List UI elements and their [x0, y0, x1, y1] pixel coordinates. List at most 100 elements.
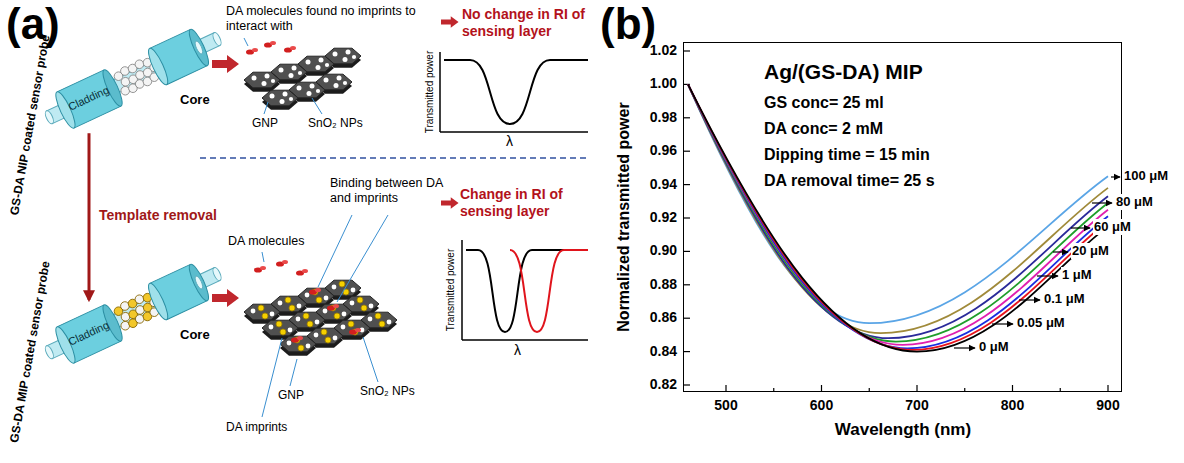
tick — [725, 385, 726, 392]
series-pointer — [1037, 275, 1058, 276]
series-label: 80 μM — [1115, 194, 1154, 210]
cladding-face — [186, 262, 212, 302]
series-pointers — [954, 177, 1120, 348]
da-molecule — [276, 260, 288, 267]
cladding-edge — [167, 66, 208, 85]
spectrum-curve — [688, 84, 1108, 348]
x-tick-label: 500 — [714, 397, 737, 414]
edge-label: Template removal — [97, 207, 219, 224]
tick — [821, 385, 822, 392]
plot-parameter: DA conc= 2 mM — [764, 116, 883, 142]
probe-caption: GS-DA NIP coated sensor probe — [7, 34, 53, 216]
plot-frame: Ag/(GS-DA) MIPGS conc= 25 mlDA conc= 2 m… — [683, 42, 1122, 392]
tick — [683, 151, 690, 152]
tick — [683, 50, 690, 51]
spectrum-curve — [688, 84, 1108, 351]
da-molecule — [246, 48, 258, 55]
leader-line — [312, 98, 322, 114]
core-end — [44, 110, 55, 125]
inset-curve — [444, 60, 588, 124]
inset-curve — [466, 250, 588, 332]
panel-letter: (b) — [600, 0, 656, 51]
y-tick-label: 0.84 — [650, 343, 677, 360]
tick — [683, 284, 690, 285]
plot-parameter: DA removal time= 25 s — [764, 168, 935, 194]
bound-da-molecule — [309, 288, 321, 295]
series-pointer — [1019, 299, 1040, 300]
x-tick-label: 600 — [810, 397, 833, 414]
cladding-face — [145, 46, 171, 86]
x-tick-label: 700 — [905, 397, 928, 414]
plot-title: Ag/(GS-DA) MIP — [764, 59, 923, 84]
axis-title: Normalized transmitted power — [614, 102, 633, 331]
leader-line — [262, 252, 264, 262]
graphene-sheet — [244, 72, 280, 92]
tick — [1107, 385, 1108, 392]
spectra — [688, 84, 1108, 351]
axis-title: Transmitted power — [424, 51, 436, 133]
annotation: DA molecules — [228, 234, 304, 249]
spectrum-curve — [688, 84, 1108, 345]
part-label: Core — [180, 92, 210, 108]
y-tick-label: 0.86 — [650, 309, 677, 326]
inset-plot — [440, 52, 588, 132]
graphene-sheet — [262, 90, 298, 110]
inset-axis — [462, 339, 588, 341]
red-arrow — [212, 289, 239, 307]
series-label: 0.1 μM — [1043, 291, 1085, 307]
inset-plot — [462, 240, 588, 340]
y-tick-label: 1.02 — [650, 42, 677, 59]
result-note: Change in RI of sensing layer — [460, 186, 586, 220]
leader-line — [290, 359, 297, 386]
tick — [683, 384, 690, 385]
leader-line — [337, 215, 388, 302]
tick — [683, 117, 690, 118]
x-tick-label: 900 — [1096, 397, 1119, 414]
bound-da-molecule — [349, 328, 361, 335]
series-label: 60 μM — [1093, 219, 1132, 235]
cladding-face — [186, 27, 212, 67]
axis-ticks — [683, 51, 1108, 392]
cladding-edge — [150, 264, 191, 283]
tick — [916, 385, 917, 392]
y-tick-label: 0.98 — [650, 109, 677, 126]
mip-probe — [38, 255, 228, 372]
tick — [683, 217, 690, 218]
red-arrow — [441, 16, 459, 28]
leader-line — [244, 38, 248, 46]
y-tick-label: 0.96 — [650, 142, 677, 159]
series-label: 100 μM — [1123, 168, 1169, 184]
series-label: 20 μM — [1071, 243, 1110, 259]
red-arrow — [441, 197, 459, 209]
imprinted-sheet — [280, 336, 316, 356]
bound-da-molecule — [327, 304, 339, 311]
leader-line — [363, 337, 378, 382]
series-label: 0 μM — [978, 339, 1010, 355]
series-label: 1 μM — [1061, 267, 1093, 283]
y-tick-label: 1.00 — [650, 75, 677, 92]
series-pointer — [1092, 202, 1112, 203]
y-tick-label: 0.92 — [650, 209, 677, 226]
series-pointer — [1111, 176, 1120, 177]
spectrum-curve — [688, 84, 1108, 341]
tick — [683, 351, 690, 352]
core-end — [211, 31, 222, 46]
axis-title: λ — [506, 133, 513, 150]
annotation: DA molecules found no imprints to intera… — [226, 4, 438, 34]
part-label: SnO₂ NPs — [308, 116, 363, 130]
annotation: Binding between DA and imprints — [330, 176, 460, 206]
y-tick-label: 0.88 — [650, 276, 677, 293]
cladding-edge — [150, 29, 191, 48]
tick — [683, 184, 690, 185]
tick — [683, 318, 690, 319]
inset-axis — [440, 131, 588, 133]
part-label: SnO₂ NPs — [360, 384, 415, 398]
part-label: GNP — [278, 388, 304, 402]
cladding-edge — [167, 301, 208, 320]
da-molecule — [296, 269, 308, 276]
core-end — [211, 266, 222, 281]
nip-probe — [38, 20, 228, 137]
series-label: 0.05 μM — [1016, 315, 1066, 331]
